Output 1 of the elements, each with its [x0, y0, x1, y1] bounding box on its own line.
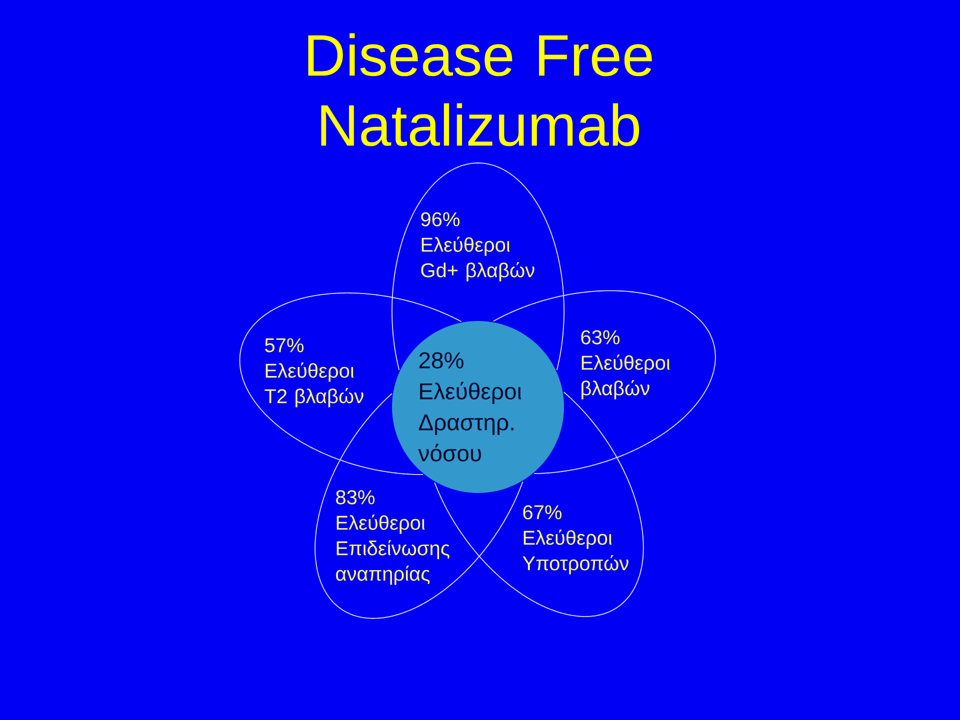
title: Disease Free Natalizumab: [308, 33, 652, 146]
